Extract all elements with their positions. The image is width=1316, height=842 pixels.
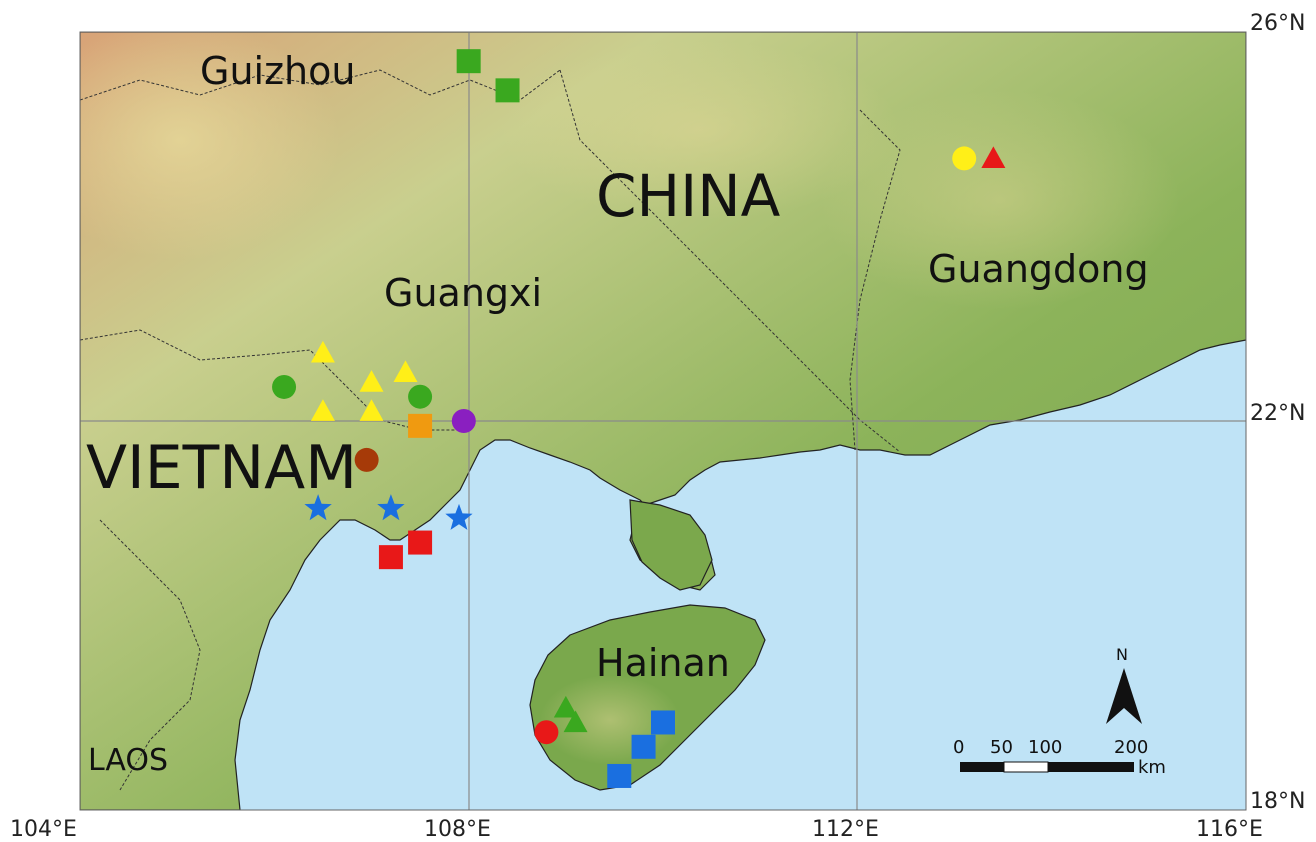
x-tick-112: 112°E bbox=[812, 817, 879, 842]
x-tick-108: 108°E bbox=[424, 817, 491, 842]
admin-borders bbox=[80, 69, 901, 791]
scale-segment-2 bbox=[1003, 761, 1049, 773]
north-arrow-icon bbox=[1106, 668, 1142, 724]
x-tick-116: 116°E bbox=[1196, 817, 1263, 842]
sample-markers bbox=[272, 49, 1006, 788]
marker-yellow-triangle bbox=[359, 370, 384, 392]
label-guangxi: Guangxi bbox=[384, 271, 542, 315]
y-tick-26: 26°N bbox=[1250, 11, 1305, 36]
scale-segment-3 bbox=[1048, 762, 1134, 772]
scale-label-200: 200 bbox=[1114, 737, 1148, 758]
label-laos: LAOS bbox=[88, 743, 168, 778]
marker-green-circle bbox=[408, 384, 433, 409]
marker-yellow-triangle bbox=[310, 399, 335, 421]
marker-purple-circle bbox=[451, 409, 476, 433]
scale-label-0: 0 bbox=[953, 737, 964, 758]
marker-green-square bbox=[495, 78, 520, 103]
marker-brown-circle bbox=[354, 447, 379, 472]
marker-blue-square bbox=[607, 763, 632, 788]
map-border bbox=[79, 31, 1247, 811]
scale-label-100: 100 bbox=[1028, 737, 1062, 758]
scale-segment-1 bbox=[960, 762, 1004, 772]
marker-green-square bbox=[456, 49, 481, 74]
north-arrow-label: N bbox=[1116, 645, 1128, 664]
marker-yellow-triangle bbox=[393, 360, 418, 382]
leizhou-peninsula bbox=[629, 499, 713, 591]
highland-shade bbox=[80, 32, 340, 260]
label-china: CHINA bbox=[596, 162, 781, 230]
marker-blue-star bbox=[377, 494, 405, 521]
marker-yellow-circle bbox=[952, 146, 977, 171]
marker-green-triangle bbox=[553, 695, 578, 718]
marker-red-circle bbox=[534, 720, 559, 745]
scale-bar: 0 50 100 200 km bbox=[953, 737, 1166, 778]
label-guizhou: Guizhou bbox=[200, 49, 355, 93]
highland-shade bbox=[500, 40, 900, 220]
marker-red-square bbox=[378, 545, 403, 570]
marker-yellow-triangle bbox=[359, 399, 384, 421]
scale-label-50: 50 bbox=[990, 737, 1013, 758]
marker-green-triangle bbox=[563, 710, 588, 733]
marker-yellow-triangle bbox=[310, 340, 335, 363]
label-vietnam: VIETNAM bbox=[86, 433, 357, 503]
marker-red-triangle bbox=[981, 146, 1006, 169]
marker-blue-square bbox=[651, 710, 675, 735]
y-tick-22: 22°N bbox=[1250, 401, 1305, 426]
marker-blue-star bbox=[304, 494, 332, 521]
scale-unit: km bbox=[1138, 757, 1166, 778]
label-guangdong: Guangdong bbox=[928, 247, 1149, 291]
x-tick-104: 104°E bbox=[10, 817, 77, 842]
y-tick-18: 18°N bbox=[1250, 789, 1305, 814]
marker-blue-star bbox=[445, 503, 473, 530]
label-hainan: Hainan bbox=[596, 641, 730, 685]
north-arrow: N bbox=[1106, 645, 1142, 724]
marker-red-square bbox=[408, 530, 433, 555]
marker-blue-square bbox=[631, 734, 656, 759]
marker-orange-square bbox=[408, 413, 433, 438]
marker-green-circle bbox=[272, 374, 297, 399]
highland-shade bbox=[820, 90, 1180, 310]
